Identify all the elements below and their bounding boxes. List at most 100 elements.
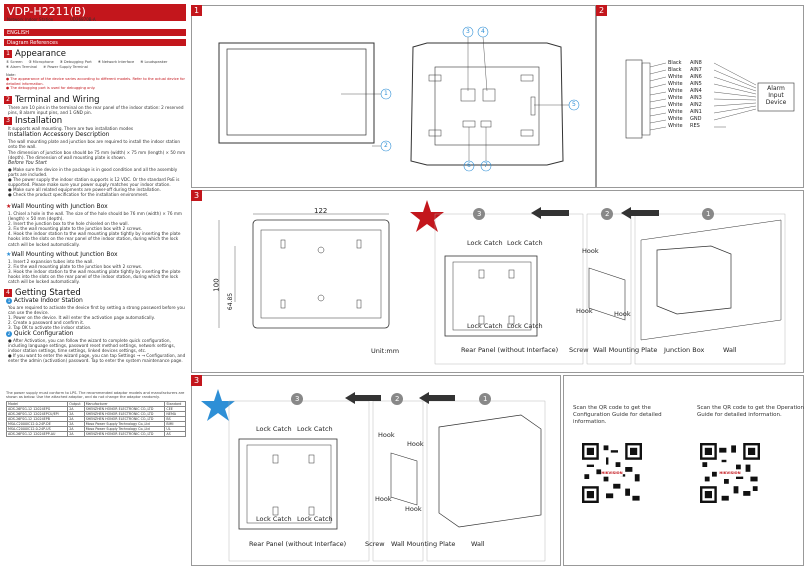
qr-code-right xyxy=(700,443,760,503)
dim-height: 100 xyxy=(212,278,221,292)
section-installation: 3 Installation xyxy=(4,116,186,126)
wall xyxy=(438,414,542,528)
callout-label: 4 xyxy=(481,28,485,35)
hook-label: Hook xyxy=(407,440,424,448)
wiring-diagram xyxy=(625,59,795,139)
activate-step: 3. Tap OK to activate the indoor station… xyxy=(8,325,92,331)
note-item: ● The appearance of the device varies ac… xyxy=(6,77,185,86)
before-title: Before You Start xyxy=(8,161,47,166)
callout-4 xyxy=(477,26,489,38)
section-title: Getting Started xyxy=(15,287,81,298)
callout-6 xyxy=(463,160,475,172)
power-table-intro: The power supply must conform to LPS. Th… xyxy=(6,391,185,400)
note-item: ● The debugging port is used for debuggi… xyxy=(6,86,96,91)
panel-wiring xyxy=(596,5,804,188)
activate-step: 2. Create a password and confirm it. xyxy=(8,320,85,326)
activate-steps: You are required to activate the device … xyxy=(8,305,186,330)
hook-label: Hook xyxy=(582,247,599,255)
section-appearance: 1 Appearance xyxy=(4,48,186,59)
legend-item: ① Screen xyxy=(6,60,23,64)
step-label: 3 xyxy=(477,210,482,218)
accessory-body: The wall mounting plate and junction box… xyxy=(8,139,180,150)
note-label: Note: xyxy=(6,73,16,77)
front-screen xyxy=(226,48,367,136)
junction-box-label: Junction Box xyxy=(664,346,705,354)
hook-label: Hook xyxy=(378,431,395,439)
callout-3 xyxy=(462,26,474,38)
before-item: ● Check the product specification for th… xyxy=(8,192,149,198)
appearance-notes: Note: ● The appearance of the device var… xyxy=(6,73,186,91)
step-label: 1 xyxy=(483,395,488,403)
rear-panel-label: Rear Panel (without Interface) xyxy=(249,540,347,548)
callout-label: 7 xyxy=(484,162,488,169)
appearance-legend: ① Screen ② Microphone ③ Debugging Port ④… xyxy=(6,60,186,70)
nojb-step: 1. Insert 2 expansion tubes into the wal… xyxy=(8,259,94,264)
callout-7 xyxy=(480,160,492,172)
language-bar: ENGLISH xyxy=(4,29,186,36)
screw-label: Screw xyxy=(365,540,385,548)
step-label: 1 xyxy=(706,210,711,218)
junction-box xyxy=(656,245,732,315)
hook-label: Hook xyxy=(614,310,631,318)
quickcfg-item: ● If you want to enter the wizard page, … xyxy=(8,353,186,364)
quickcfg-title: 2 Quick Configuration xyxy=(6,330,74,337)
jb-steps: 1. Chisel a hole in the wall. The size o… xyxy=(8,211,186,247)
quickcfg-list: ● After Activation, you can follow the w… xyxy=(8,338,186,363)
jb-title: ★Wall Mounting with Junction Box xyxy=(6,203,108,210)
section-wiring: 2 Terminal and Wiring xyxy=(4,95,186,105)
front-device xyxy=(218,42,375,144)
panel-number: 2 xyxy=(596,5,607,16)
dim-inner: 64.85 xyxy=(227,292,235,311)
appearance-diagram xyxy=(218,26,580,172)
mounting-plate xyxy=(252,219,390,329)
section-title: Appearance xyxy=(15,48,67,59)
mount-junction-diagram xyxy=(218,200,786,365)
jb-step: 1. Chisel a hole in the wall. The size o… xyxy=(8,211,182,222)
callout-label: 1 xyxy=(384,90,388,97)
rear-panel-label: Rear Panel (without Interface) xyxy=(461,346,559,354)
lock-catch-label: Lock Catch xyxy=(256,425,292,433)
jb-step: 3. Fix the wall mounting plate to the ju… xyxy=(8,226,143,232)
nojb-steps: 1. Insert 2 expansion tubes into the wal… xyxy=(8,259,186,284)
plate-label: Wall Mounting Plate xyxy=(593,346,658,354)
lock-catch-label: Lock Catch xyxy=(467,322,503,330)
callout-label: 2 xyxy=(384,142,388,149)
activate-step: 1. Power on the device. It will enter th… xyxy=(8,315,155,321)
activate-title: 1 Activate Indoor Station xyxy=(6,297,83,304)
hook-label: Hook xyxy=(576,307,593,315)
step-label: 2 xyxy=(395,395,400,403)
panel-qr xyxy=(563,375,804,566)
rear-device xyxy=(410,42,564,166)
hook-label: Hook xyxy=(405,505,422,513)
dim-width: 122 xyxy=(314,207,328,215)
section-number: 3 xyxy=(4,116,12,125)
brand-logo: HIKVISION xyxy=(601,471,623,475)
nojb-title: ★Wall Mounting without Junction Box xyxy=(6,251,118,258)
jb-step: 2. Insert the junction box to the hole c… xyxy=(8,221,129,227)
qr-left-text: Scan the QR code to get the Configuratio… xyxy=(573,405,662,425)
step-label: 2 xyxy=(605,210,610,218)
callout-5 xyxy=(568,99,580,111)
callout-1 xyxy=(380,88,392,100)
section-getting-started: 4 Getting Started xyxy=(4,287,186,298)
panel-number: 3 xyxy=(191,375,202,386)
header-bar xyxy=(4,4,186,21)
lock-catch-label: Lock Catch xyxy=(297,425,333,433)
plate-label: Wall Mounting Plate xyxy=(391,540,456,548)
callout-label: 3 xyxy=(466,28,470,35)
nojb-step: 3. Hook the indoor station to the wall m… xyxy=(8,269,181,285)
wall-label: Wall xyxy=(471,540,485,548)
installation-intro: It supports wall mounting. There are two… xyxy=(8,126,134,131)
legend-item: ⑦ Power Supply Terminal xyxy=(43,65,88,70)
jb-step: 4. Hook the indoor station to the wall m… xyxy=(8,231,181,247)
nojb-step: 2. Fix the wall mounting plate to the ju… xyxy=(8,264,143,270)
hook-label: Hook xyxy=(375,495,392,503)
qr-code-left xyxy=(582,443,642,503)
legend-item: ④ Network Interface xyxy=(97,60,135,64)
